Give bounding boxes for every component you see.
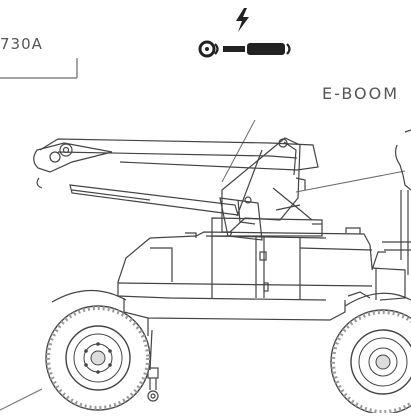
model-code-label: 730A (0, 35, 43, 53)
chassis-body (117, 227, 406, 402)
turntable (205, 217, 327, 239)
left-wheel (45, 305, 151, 411)
side-mechanism (382, 129, 411, 275)
e-boom-label: E-BOOM (322, 84, 399, 103)
leader-lines (0, 119, 406, 411)
plug-cable-icon (198, 40, 291, 58)
lightning-bolt-icon (236, 8, 249, 32)
fenders (51, 289, 411, 307)
model-callout-frame (0, 58, 78, 79)
right-wheel (330, 309, 411, 415)
boom-arm (33, 137, 319, 241)
